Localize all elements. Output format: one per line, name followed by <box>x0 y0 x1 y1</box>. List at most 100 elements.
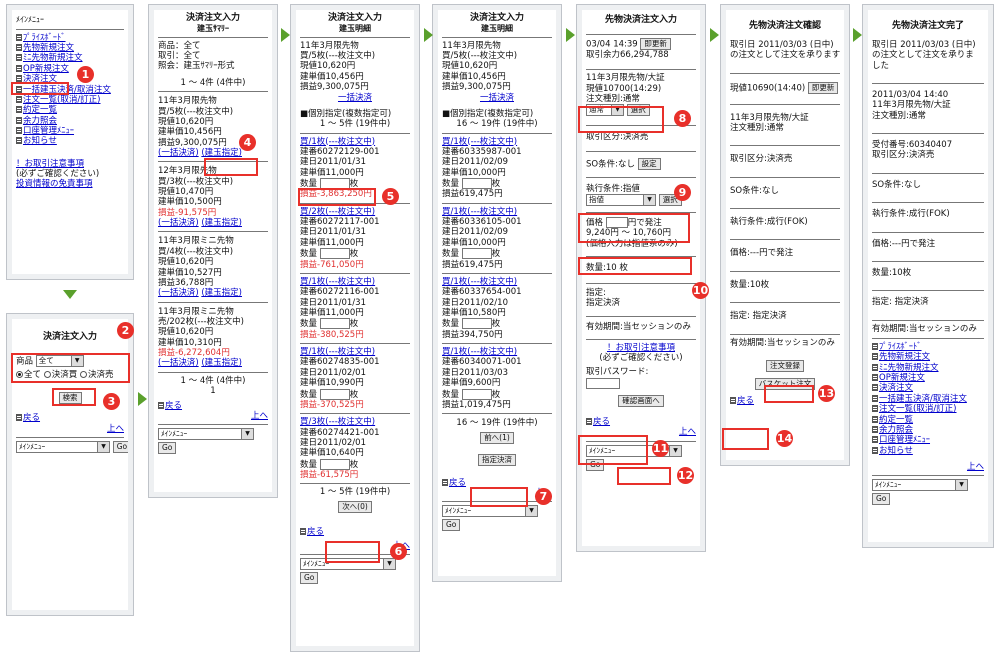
menu-item-account[interactable]: 口座管理ﾒﾆｭｰ <box>879 435 931 446</box>
main-menu-select[interactable]: ﾒｲﾝﾒﾆｭｰ <box>158 428 254 441</box>
bulk-settle-link[interactable]: (一括決済) <box>158 147 199 158</box>
menu-item-exec-list[interactable]: 約定一覧 <box>879 414 914 425</box>
up-link[interactable]: 上へ <box>678 427 696 438</box>
qty-input[interactable] <box>319 388 350 400</box>
menu-item-news[interactable]: お知らせ <box>23 136 57 147</box>
menu-item-exec-list[interactable]: 約定一覧 <box>23 105 58 116</box>
up-link[interactable]: 上へ <box>966 461 984 472</box>
bulk-settle-link[interactable]: (一括決済) <box>158 218 199 229</box>
position-link[interactable]: 買/1枚(---枚注文中) <box>300 347 376 358</box>
step-badge-8: 8 <box>674 110 691 127</box>
bulk-settle-link[interactable]: (一括決済) <box>158 288 199 299</box>
position-spec-link[interactable]: (建玉指定) <box>201 218 242 229</box>
qty-input[interactable] <box>319 248 350 260</box>
refresh-button[interactable]: 即更新 <box>640 37 671 50</box>
refresh-button[interactable]: 即更新 <box>807 81 839 94</box>
specified-settle-button[interactable]: 指定決済 <box>478 453 516 466</box>
radio-sell[interactable] <box>79 370 87 378</box>
password-input[interactable] <box>586 377 620 389</box>
menu-item-margin[interactable]: 余力照会 <box>23 115 58 126</box>
position-link[interactable]: 買/1枚(---枚注文中) <box>442 136 518 147</box>
bulk-settle-link[interactable]: 一括決済 <box>479 92 514 103</box>
notice-link[interactable]: ！お取引注意事項 <box>16 158 85 169</box>
position-spec-link[interactable]: (建玉指定) <box>201 147 242 158</box>
menu-item-mini-new[interactable]: ﾐﾆ先物新規注文 <box>23 53 83 64</box>
price-input[interactable] <box>605 217 628 229</box>
go-button[interactable]: Go <box>442 519 461 532</box>
disclaimer-link[interactable]: 投資情報の免責事項 <box>16 179 93 190</box>
main-menu-select[interactable]: ﾒｲﾝﾒﾆｭｰ <box>442 505 538 518</box>
bulk-settle-link[interactable]: (一括決済) <box>158 358 199 369</box>
main-menu-select[interactable]: ﾒｲﾝﾒﾆｭｰ <box>16 441 110 454</box>
menu-item-margin[interactable]: 余力照会 <box>879 424 914 435</box>
position-link[interactable]: 買/1枚(---枚注文中) <box>442 276 518 287</box>
item-select[interactable]: 全て <box>35 354 84 367</box>
main-menu-select[interactable]: ﾒｲﾝﾒﾆｭｰ <box>300 558 396 571</box>
go-button[interactable]: Go <box>300 572 319 585</box>
menu-item-bulk[interactable]: 一括建玉決済/取消注文 <box>879 393 967 404</box>
notice-link[interactable]: ！お取引注意事項 <box>606 342 675 353</box>
summary-links: (一括決済) (建玉指定) <box>158 218 268 228</box>
position-link[interactable]: 買/2枚(---枚注文中) <box>300 206 376 217</box>
search-button[interactable]: 検索 <box>58 392 82 405</box>
up-link[interactable]: 上へ <box>106 423 124 434</box>
qty-input[interactable] <box>461 178 492 190</box>
menu-item-futures-new[interactable]: 先物新規注文 <box>879 352 931 363</box>
menu-item-order-list[interactable]: 注文一覧(取消/訂正) <box>23 94 101 105</box>
so-set-button[interactable]: 設定 <box>637 157 661 170</box>
menu-item-futures-new[interactable]: 先物新規注文 <box>23 43 75 54</box>
menu-item-op-new[interactable]: OP新規注文 <box>23 63 69 74</box>
position-link[interactable]: 買/1枚(---枚注文中) <box>300 136 376 147</box>
trade-section: 取引区分:決済売 <box>586 132 649 143</box>
back-link[interactable]: 戻る <box>23 413 41 424</box>
position-spec-link[interactable]: (建玉指定) <box>201 358 242 369</box>
menu-item-account[interactable]: 口座管理ﾒﾆｭｰ <box>23 125 75 136</box>
menu-item-settlement[interactable]: 決済注文 <box>879 383 914 394</box>
up-link[interactable]: 上へ <box>250 410 268 421</box>
confirm-button[interactable]: 確認画面へ <box>618 395 664 408</box>
qty-input[interactable] <box>319 178 350 190</box>
next-button[interactable]: 次へ(0) <box>338 500 372 513</box>
register-order-button[interactable]: 注文登録 <box>766 359 804 372</box>
prev-button[interactable]: 前へ(1) <box>480 431 514 444</box>
order-type-select[interactable]: 通常 <box>586 104 624 117</box>
back-link[interactable]: 戻る <box>449 477 467 488</box>
back-link[interactable]: 戻る <box>593 417 611 428</box>
menu-icon <box>872 343 878 350</box>
back-link[interactable]: 戻る <box>165 400 183 411</box>
position-link[interactable]: 買/1枚(---枚注文中) <box>442 347 518 358</box>
position-link[interactable]: 買/1枚(---枚注文中) <box>300 276 376 287</box>
menu-item-priceboard[interactable]: ﾌﾟﾗｲｽﾎﾞｰﾄﾞ <box>879 342 922 352</box>
bulk-settle-link[interactable]: 一括決済 <box>337 92 372 103</box>
menu-item-news[interactable]: お知らせ <box>879 445 913 456</box>
qty-input[interactable] <box>461 388 492 400</box>
go-button[interactable]: Go <box>586 458 605 471</box>
go-button[interactable]: Go <box>112 441 128 454</box>
radio-all[interactable] <box>16 370 23 378</box>
menu-item-mini-new[interactable]: ﾐﾆ先物新規注文 <box>879 362 939 373</box>
back-link[interactable]: 戻る <box>737 395 755 406</box>
position-spec-link[interactable]: (建玉指定) <box>201 288 242 299</box>
order-type-choose-button[interactable]: 選択 <box>626 104 650 117</box>
exec-condition-select[interactable]: 指値 <box>586 194 656 207</box>
qty-input[interactable] <box>461 318 492 330</box>
menu-item-priceboard[interactable]: ﾌﾟﾗｲｽﾎﾞｰﾄﾞ <box>23 32 66 43</box>
menu-item-order-list[interactable]: 注文一覧(取消/訂正) <box>879 404 957 415</box>
position-link[interactable]: 買/3枚(---枚注文中) <box>300 417 376 428</box>
back-link[interactable]: 戻る <box>307 526 325 537</box>
menu-item-bulk[interactable]: 一括建玉決済/取消注文 <box>23 84 111 95</box>
screen-position-detail-2-body: 決済注文入力 建玉明細 11年3月限先物 買/5枚(---枚注文中) 現値10,… <box>438 10 556 576</box>
go-button[interactable]: Go <box>872 493 891 506</box>
menu-item-settlement[interactable]: 決済注文 <box>23 74 58 85</box>
qty-input[interactable] <box>461 248 492 260</box>
go-button[interactable]: Go <box>158 442 177 455</box>
position-date: 建日2011/02/09 <box>442 227 508 238</box>
qty-input[interactable] <box>319 318 350 330</box>
basket-order-button[interactable]: バスケット注文 <box>754 377 816 390</box>
position-link[interactable]: 買/1枚(---枚注文中) <box>442 206 518 217</box>
qty-input[interactable] <box>319 458 350 470</box>
main-menu-select[interactable]: ﾒｲﾝﾒﾆｭｰ <box>872 479 968 492</box>
radio-buy[interactable] <box>43 370 51 378</box>
menu-item-op-new[interactable]: OP新規注文 <box>879 373 925 384</box>
